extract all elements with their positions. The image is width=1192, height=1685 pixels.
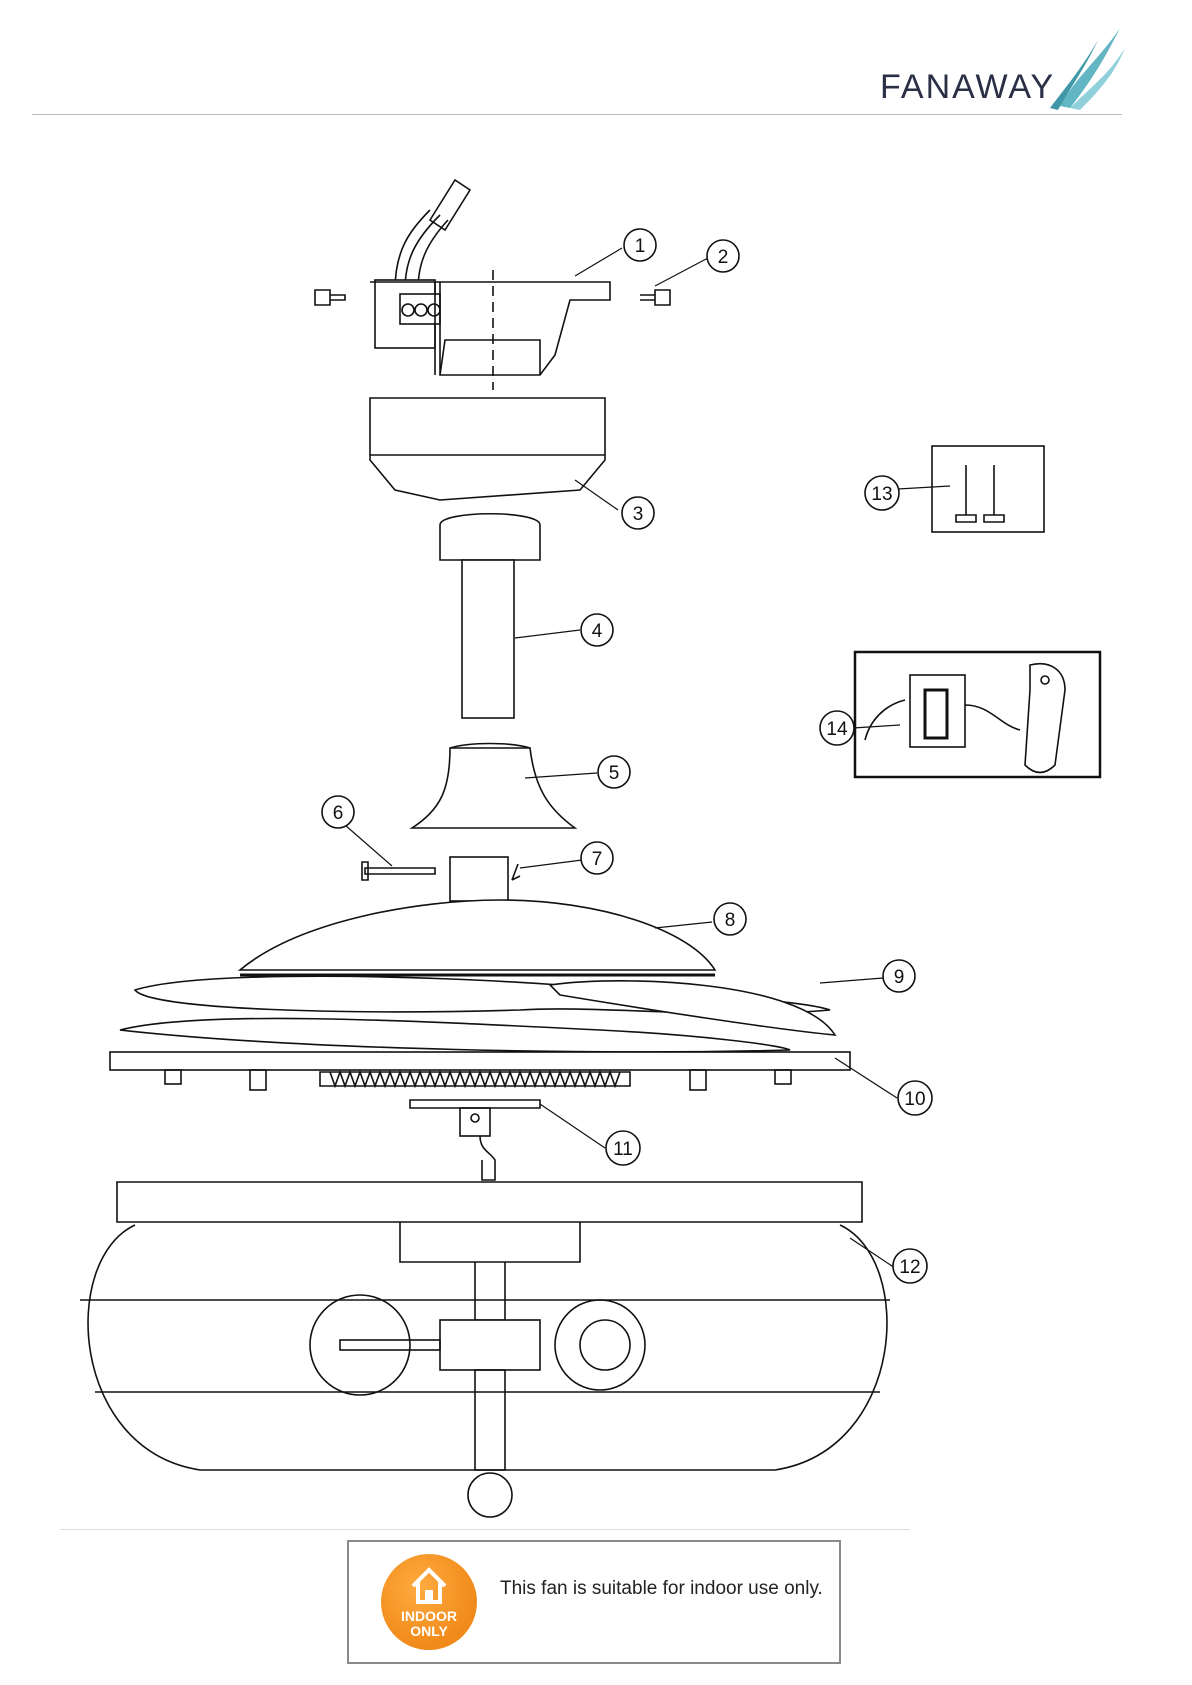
callout-9: 9 bbox=[894, 967, 905, 988]
indoor-notice: INDOOR ONLY This fan is suitable for ind… bbox=[347, 1540, 841, 1664]
light-kit-plate bbox=[410, 1100, 540, 1180]
coupling-cover bbox=[412, 744, 575, 829]
remote-receiver-box bbox=[855, 652, 1100, 777]
callout-1: 1 bbox=[635, 236, 646, 257]
screws-box bbox=[932, 446, 1044, 532]
indoor-only-badge: INDOOR ONLY bbox=[381, 1554, 477, 1650]
callout-11: 11 bbox=[613, 1139, 633, 1160]
callout-8: 8 bbox=[725, 910, 736, 931]
mounting-bracket bbox=[315, 180, 670, 390]
house-icon bbox=[409, 1566, 449, 1604]
motor-housing bbox=[240, 900, 715, 975]
badge-label: INDOOR ONLY bbox=[381, 1609, 477, 1639]
callout-5: 5 bbox=[609, 763, 620, 784]
callout-2: 2 bbox=[718, 247, 729, 268]
callout-10: 10 bbox=[904, 1089, 925, 1110]
retractable-blades bbox=[120, 976, 835, 1052]
callout-6: 6 bbox=[333, 803, 344, 824]
pin-and-clip bbox=[362, 857, 520, 901]
base-plate bbox=[110, 1052, 850, 1090]
callout-12: 12 bbox=[899, 1257, 920, 1278]
light-glass-bowl bbox=[60, 1182, 910, 1530]
downrod bbox=[440, 514, 540, 718]
callout-13: 13 bbox=[871, 484, 892, 505]
exploded-diagram: 1 2 3 4 5 6 7 8 9 10 11 12 13 14 bbox=[0, 0, 1192, 1530]
notice-text: This fan is suitable for indoor use only… bbox=[500, 1578, 823, 1600]
callout-3: 3 bbox=[633, 504, 644, 525]
callouts: 1 2 3 4 5 6 7 8 9 10 11 12 13 14 bbox=[322, 229, 932, 1283]
callout-4: 4 bbox=[592, 621, 603, 642]
callout-7: 7 bbox=[592, 849, 603, 870]
callout-14: 14 bbox=[826, 719, 848, 740]
canopy bbox=[370, 398, 605, 500]
